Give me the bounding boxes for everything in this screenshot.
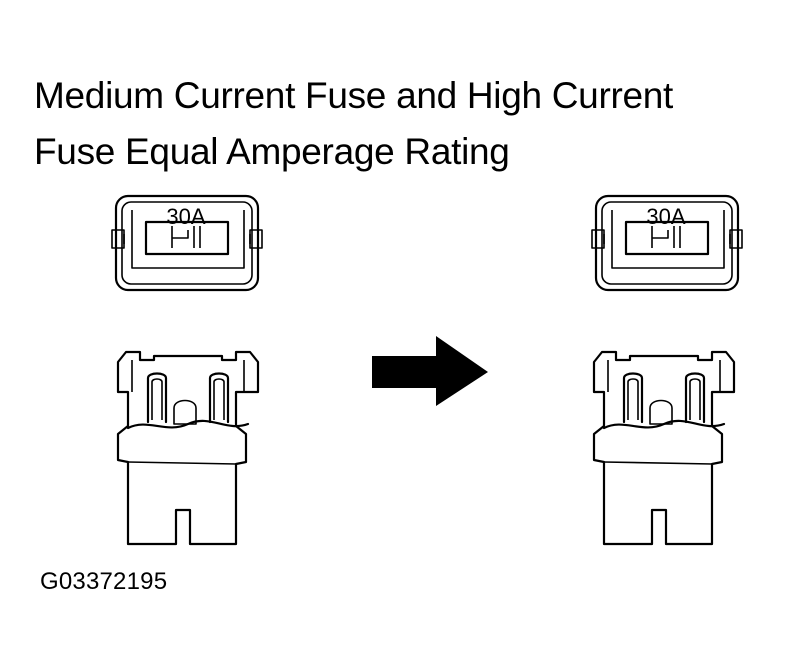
right-fuse-rating: 30A: [646, 204, 685, 229]
left-fuse-side: [116, 350, 260, 546]
left-fuse-top: 30A: [110, 194, 264, 292]
diagram-title: Medium Current Fuse and High Current Fus…: [34, 68, 794, 180]
title-line-2: Fuse Equal Amperage Rating: [34, 131, 510, 172]
right-fuse-top: 30A: [590, 194, 744, 292]
right-fuse-side: [592, 350, 736, 546]
title-line-1: Medium Current Fuse and High Current: [34, 75, 674, 116]
figure-id: G03372195: [40, 568, 168, 595]
right-arrow-icon: [372, 336, 488, 406]
left-fuse-rating: 30A: [166, 204, 205, 229]
